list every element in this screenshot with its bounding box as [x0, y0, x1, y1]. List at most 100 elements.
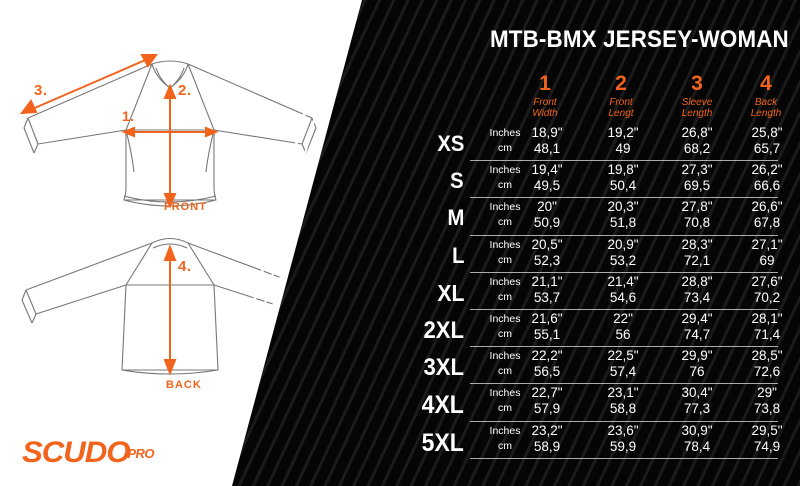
value-cm: 69 — [759, 252, 775, 268]
value-cm: 76 — [689, 364, 705, 380]
front-length-marker: 2. — [178, 82, 192, 99]
unit-label-cm: cm — [498, 216, 512, 229]
back-caption: BACK — [166, 379, 202, 391]
value-inches: 29,5" — [751, 422, 783, 438]
value-cm: 65,7 — [753, 141, 781, 156]
value-inches: 20,5" — [531, 236, 563, 252]
size-label-l: L — [451, 242, 464, 268]
value-cm: 70,8 — [683, 215, 711, 231]
unit-label-inches: Inches — [489, 238, 521, 251]
unit-label-cm: cm — [498, 290, 512, 303]
unit-label-inches: Inches — [489, 164, 521, 177]
value-inches: 30,9" — [681, 422, 713, 438]
unit-label-inches: Inches — [489, 424, 521, 437]
value-cm: 73,8 — [753, 401, 781, 417]
value-cm: 74,9 — [753, 438, 781, 454]
brand-suffix: PRO — [127, 446, 155, 461]
column-number: 4 — [760, 72, 772, 95]
value-cm: 66,6 — [753, 178, 781, 194]
value-cm: 49 — [615, 141, 631, 156]
unit-label-inches: Inches — [489, 313, 521, 325]
column-label-line1: Front — [533, 97, 557, 108]
column-header-2: 2 Front Lengt — [588, 72, 654, 119]
size-label-3xl: 3XL — [423, 354, 464, 382]
value-inches: 21,6" — [531, 311, 563, 326]
column-label-line2: Width — [532, 107, 558, 119]
value-inches: 26,6" — [751, 199, 783, 215]
value-cm: 53,7 — [533, 289, 561, 305]
brand-name: SCUDO — [22, 436, 131, 469]
value-inches: 20,3" — [607, 199, 639, 215]
row-separator — [470, 271, 778, 273]
unit-label-inches: Inches — [489, 127, 521, 139]
back-length-marker: 4. — [178, 258, 192, 275]
value-inches: 22,5" — [607, 348, 639, 364]
unit-label-inches: Inches — [489, 275, 521, 288]
row-separator — [470, 197, 778, 199]
value-inches: 23,2" — [531, 422, 563, 438]
value-inches: 26,8" — [681, 125, 713, 140]
value-inches: 28,3" — [681, 236, 713, 252]
value-inches: 27,3" — [681, 162, 713, 178]
value-inches: 27,8" — [681, 199, 713, 215]
value-inches: 29,4" — [681, 311, 713, 326]
unit-label-inches: Inches — [489, 201, 521, 214]
value-inches: 28,1" — [751, 311, 783, 326]
column-number: 2 — [615, 72, 627, 95]
size-label-xs: XS — [436, 131, 464, 156]
value-cm: 74,7 — [683, 327, 711, 342]
value-cm: 50,9 — [533, 215, 561, 231]
sleeve-length-marker: 3. — [34, 82, 48, 99]
value-inches: 29" — [757, 385, 777, 401]
value-cm: 51,8 — [609, 215, 637, 231]
unit-label-cm: cm — [498, 253, 512, 266]
value-cm: 56 — [615, 327, 631, 342]
value-inches: 19,8" — [607, 162, 639, 178]
column-label-line1: Front — [609, 97, 633, 108]
value-cm: 56,5 — [533, 364, 561, 380]
row-separator — [470, 383, 778, 385]
value-inches: 30,4" — [681, 385, 713, 401]
size-label-5xl: 5XL — [421, 428, 464, 457]
value-inches: 20" — [537, 199, 557, 215]
value-inches: 27,6" — [751, 273, 783, 289]
row-separator — [470, 420, 778, 422]
value-inches: 25,8" — [751, 125, 783, 140]
value-inches: 20,9" — [607, 236, 639, 252]
value-cm: 71,4 — [753, 327, 781, 342]
size-label-s: S — [450, 168, 464, 194]
value-cm: 58,9 — [533, 438, 561, 454]
value-inches: 23,6" — [607, 422, 639, 438]
value-cm: 72,6 — [753, 364, 781, 380]
value-cm: 59,9 — [609, 438, 637, 454]
unit-label-cm: cm — [498, 328, 512, 340]
column-number: 3 — [691, 72, 703, 95]
value-cm: 53,2 — [609, 252, 637, 268]
value-cm: 58,8 — [609, 401, 637, 417]
row-separator — [470, 457, 778, 459]
value-cm: 55,1 — [533, 327, 561, 342]
column-label-line1: Sleeve — [681, 97, 713, 108]
column-label-line1: Back — [754, 97, 778, 108]
unit-label-cm: cm — [498, 179, 512, 192]
value-inches: 22" — [613, 311, 633, 326]
unit-label-inches: Inches — [489, 387, 521, 400]
value-inches: 28,5" — [751, 348, 783, 364]
value-cm: 70,2 — [753, 289, 781, 305]
size-label-m: M — [447, 205, 464, 231]
value-cm: 50,4 — [609, 178, 637, 194]
row-separator — [470, 160, 778, 162]
unit-label-inches: Inches — [489, 350, 521, 363]
unit-label-cm: cm — [498, 365, 512, 378]
value-cm: 48,1 — [533, 141, 561, 156]
value-cm: 57,9 — [533, 401, 561, 417]
size-label-4xl: 4XL — [421, 391, 464, 420]
unit-label-cm: cm — [498, 439, 512, 452]
value-cm: 69,5 — [683, 178, 711, 194]
value-cm: 73,4 — [683, 289, 711, 305]
front-width-marker: 1. — [122, 108, 135, 124]
value-inches: 29,9" — [681, 348, 713, 364]
value-cm: 49,5 — [533, 178, 561, 194]
column-header-3: 3 Sleeve Length — [662, 72, 732, 119]
value-inches: 26,2" — [751, 162, 783, 178]
